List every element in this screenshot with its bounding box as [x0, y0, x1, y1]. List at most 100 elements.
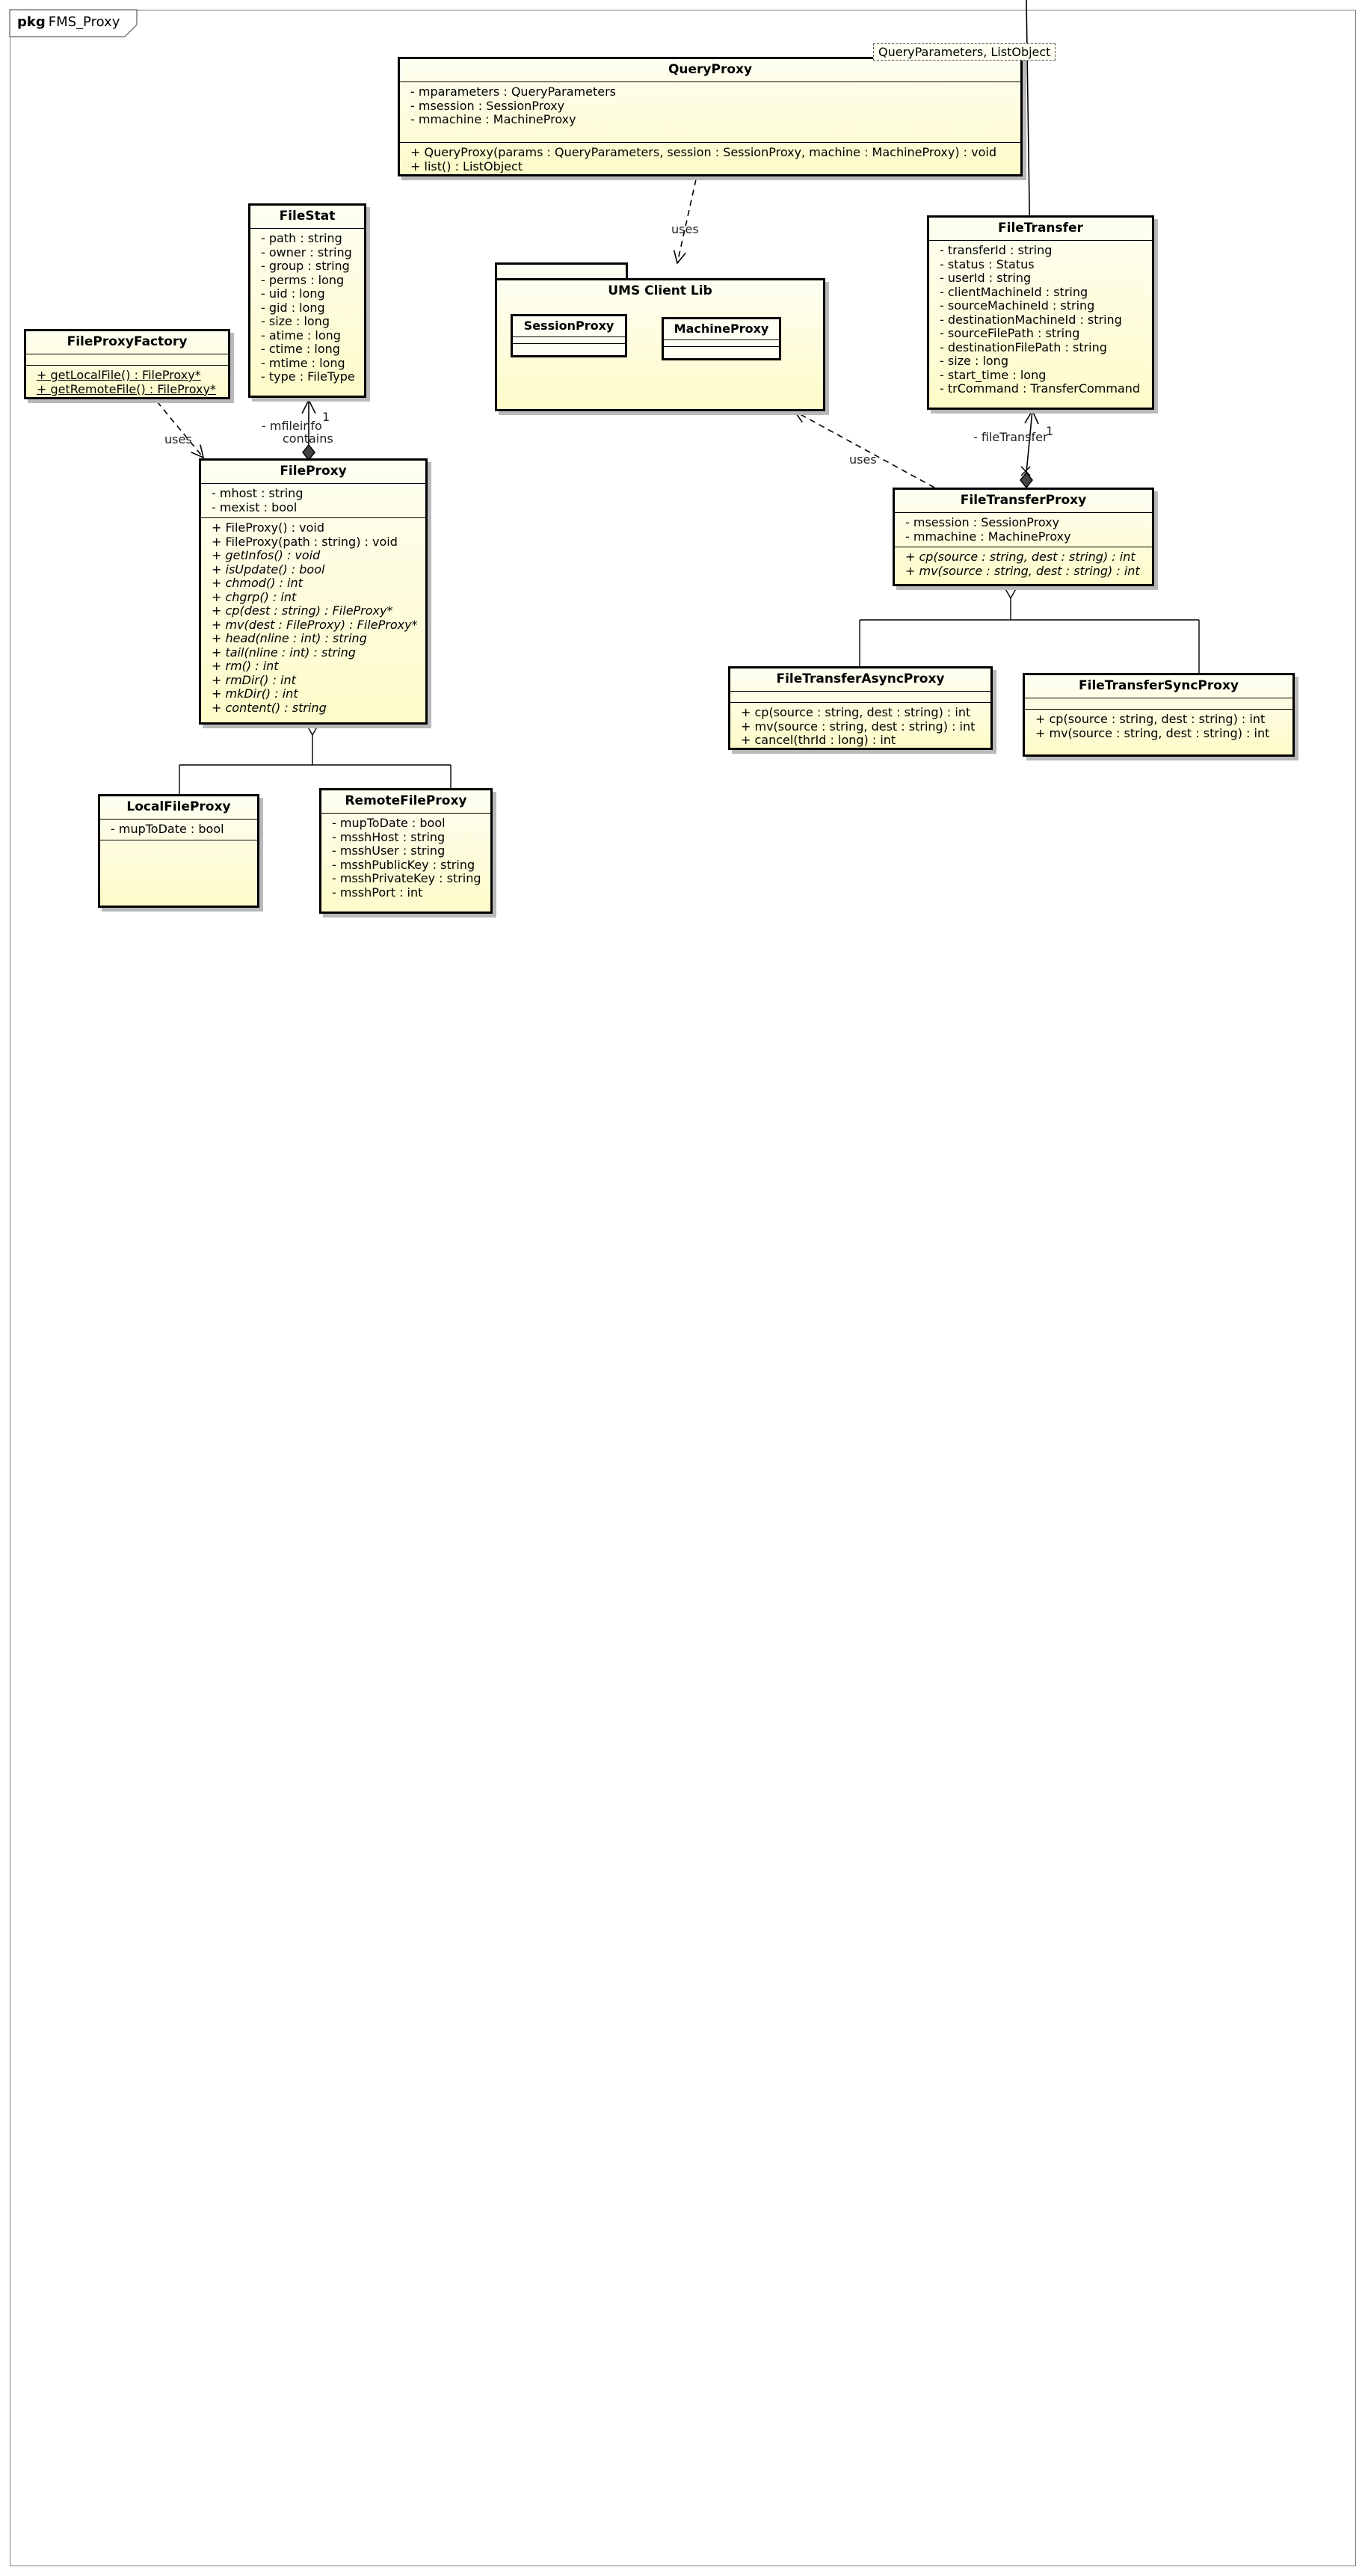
attribute: - ctime : long	[261, 342, 340, 356]
attributes-section: - mparameters : QueryParameters - msessi…	[400, 82, 1020, 143]
class-fileproxy[interactable]: FileProxy - mhost : string - mexist : bo…	[199, 458, 428, 725]
diagram-frame	[10, 10, 1356, 2566]
attribute: - msshPublicKey : string	[332, 857, 475, 872]
attribute: - sourceMachineId : string	[940, 298, 1095, 313]
attribute: - size : long	[940, 354, 1008, 368]
attribute: - msshHost : string	[332, 829, 446, 844]
attribute: - mparameters : QueryParameters	[410, 84, 617, 99]
operation: + head(nline : int) : string	[212, 631, 367, 645]
operation: + getInfos() : void	[212, 548, 321, 562]
class-remotefileproxy[interactable]: RemoteFileProxy - mupToDate : bool - mss…	[319, 788, 493, 914]
attributes-section	[26, 354, 228, 366]
class-name: SessionProxy	[513, 316, 625, 337]
attribute: - mupToDate : bool	[111, 822, 224, 836]
attribute: - transferId : string	[940, 243, 1053, 257]
attribute: - type : FileType	[261, 369, 355, 384]
attribute: - clientMachineId : string	[940, 284, 1088, 299]
operation: + tail(nline : int) : string	[212, 645, 356, 660]
attributes-section: - msession : SessionProxy - mmachine : M…	[895, 513, 1152, 547]
attribute: - mexist : bool	[212, 499, 298, 514]
attribute: - start_time : long	[940, 367, 1047, 382]
operations-section: + FileProxy() : void+ FileProxy(path : s…	[201, 518, 425, 718]
operation: + FileProxy() : void	[212, 520, 324, 535]
attribute: - msshPrivateKey : string	[332, 871, 481, 885]
attribute: - atime : long	[261, 328, 341, 342]
operation: + chgrp() : int	[212, 589, 297, 604]
operation: + isUpdate() : bool	[212, 562, 325, 577]
operations-section: + cp(source : string, dest : string) : i…	[895, 547, 1152, 581]
attribute: - msession : SessionProxy	[410, 98, 565, 113]
template-parameters-box: QueryParameters, ListObject	[873, 43, 1056, 61]
attributes-section	[730, 692, 990, 703]
package-keyword: pkg	[17, 14, 46, 30]
attribute: - mhost : string	[212, 486, 303, 500]
class-fileproxyfactory[interactable]: FileProxyFactory + getLocalFile() : File…	[24, 329, 230, 399]
operation: + cp(source : string, dest : string) : i…	[905, 550, 1136, 564]
operation: + QueryProxy(params : QueryParameters, s…	[410, 145, 997, 159]
class-name: RemoteFileProxy	[321, 790, 490, 814]
operation: + rmDir() : int	[212, 672, 296, 687]
operation: + mv(source : string, dest : string) : i…	[741, 719, 976, 734]
attribute: - size : long	[261, 314, 330, 328]
operation: + getRemoteFile() : FileProxy*	[37, 381, 216, 396]
attribute: - sourceFilePath : string	[940, 326, 1080, 340]
operations-section: + cp(source : string, dest : string) : i…	[730, 703, 990, 751]
attribute: - destinationFilePath : string	[940, 339, 1107, 354]
attribute: - mupToDate : bool	[332, 816, 446, 830]
attribute: - destinationMachineId : string	[940, 312, 1122, 327]
operations-section: + QueryProxy(params : QueryParameters, s…	[400, 143, 1020, 176]
class-filetransferproxy[interactable]: FileTransferProxy - msession : SessionPr…	[893, 488, 1154, 586]
attribute: - msession : SessionProxy	[905, 515, 1060, 529]
class-localfileproxy[interactable]: LocalFileProxy - mupToDate : bool	[98, 794, 259, 908]
operation: + list() : ListObject	[410, 159, 523, 173]
package-ums-tab	[495, 262, 628, 280]
label-mfileinfo: - mfileinfo	[262, 419, 322, 433]
class-queryproxy[interactable]: QueryProxy - mparameters : QueryParamete…	[398, 57, 1023, 176]
attribute: - mtime : long	[261, 355, 345, 370]
attributes-section: - transferId : string - status : Status …	[929, 241, 1152, 399]
class-machineproxy[interactable]: MachineProxy	[662, 317, 781, 360]
label-multiplicity-filestat: 1	[322, 410, 330, 424]
attributes-section: - mupToDate : bool - msshHost : string -…	[321, 814, 490, 903]
class-sessionproxy[interactable]: SessionProxy	[511, 314, 627, 357]
package-ums-client-lib[interactable]: UMS Client Lib SessionProxy MachineProxy	[495, 278, 825, 411]
class-name: FileStat	[250, 206, 364, 229]
operation: + cancel(thrId : long) : int	[741, 733, 896, 747]
attribute: - msshUser : string	[332, 843, 446, 858]
attributes-section: - path : string - owner : string - group…	[250, 229, 364, 387]
operation: + mv(source : string, dest : string) : i…	[905, 563, 1140, 578]
attribute: - mmachine : MachineProxy	[410, 112, 576, 126]
label-uses-queryproxy: uses	[671, 222, 699, 236]
class-name: FileTransferSyncProxy	[1025, 675, 1292, 698]
operation: + mv(dest : FileProxy) : FileProxy*	[212, 617, 418, 632]
label-filetransfer-role: - fileTransfer	[973, 430, 1048, 444]
attribute: - path : string	[261, 231, 342, 245]
label-uses-transferproxy: uses	[849, 452, 877, 467]
package-name: UMS Client Lib	[608, 283, 712, 298]
attribute: - gid : long	[261, 300, 325, 315]
class-name: LocalFileProxy	[100, 796, 257, 820]
class-filestat[interactable]: FileStat - path : string - owner : strin…	[248, 203, 366, 398]
class-filetransferasyncproxy[interactable]: FileTransferAsyncProxy + cp(source : str…	[728, 666, 993, 750]
class-filetransfer[interactable]: FileTransfer - transferId : string - sta…	[927, 215, 1154, 410]
operation: + getLocalFile() : FileProxy*	[37, 368, 201, 382]
attribute: - uid : long	[261, 286, 325, 301]
class-name: FileTransfer	[929, 218, 1152, 241]
operation: + mkDir() : int	[212, 686, 298, 701]
label-contains: contains	[283, 431, 333, 446]
operation: + chmod() : int	[212, 576, 303, 590]
attribute: - trCommand : TransferCommand	[940, 381, 1141, 396]
operation: + cp(source : string, dest : string) : i…	[741, 705, 971, 719]
operation: + mv(source : string, dest : string) : i…	[1035, 725, 1270, 740]
attribute: - userId : string	[940, 271, 1032, 285]
operations-section	[100, 840, 257, 846]
attribute: - perms : long	[261, 272, 345, 287]
attribute: - group : string	[261, 259, 350, 273]
class-filetransfersyncproxy[interactable]: FileTransferSyncProxy + cp(source : stri…	[1023, 673, 1295, 757]
attribute: - msshPort : int	[332, 885, 423, 900]
label-uses-factory: uses	[164, 432, 192, 446]
package-tab-shape	[9, 9, 138, 37]
class-name: FileProxy	[201, 461, 425, 484]
operations-section: + cp(source : string, dest : string) : i…	[1025, 710, 1292, 743]
